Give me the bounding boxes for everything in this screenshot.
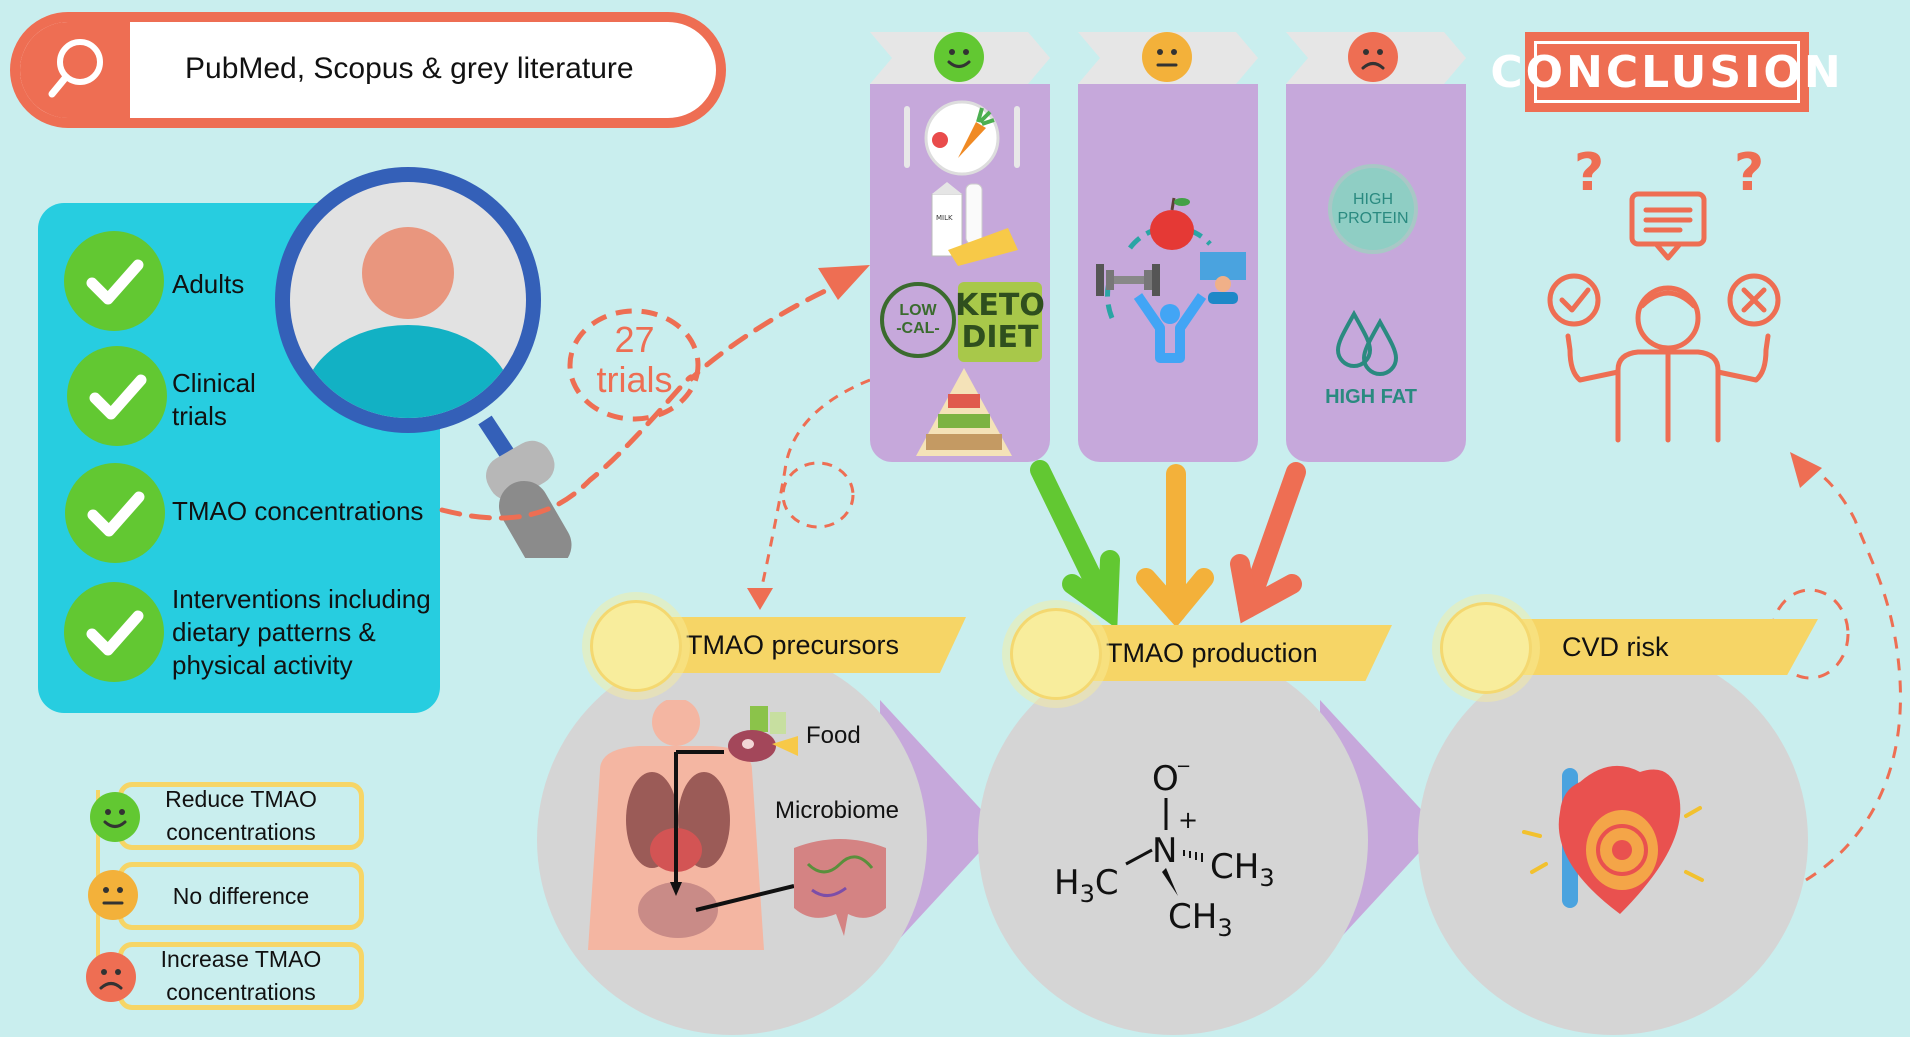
search-bar: PubMed, Scopus & grey literature (10, 12, 726, 128)
legend-reduce: Reduce TMAO concentrations (118, 782, 364, 850)
sad-face-icon (86, 952, 136, 1002)
food-plate-icon (904, 100, 1020, 176)
dairy-icon: MILK (931, 182, 1018, 266)
low-cal-badge: LOW -CAL- (880, 282, 956, 358)
trials-label: 27 trials (562, 320, 707, 400)
precursors-banner: TMAO precursors (640, 617, 966, 673)
cheering-person-icon (1133, 293, 1207, 363)
food-label: Food (806, 722, 861, 749)
food-icon (728, 706, 798, 762)
production-circle (978, 645, 1368, 1035)
conclusion-banner: CONCLUSION (1490, 32, 1841, 112)
sun-icon (1010, 608, 1102, 700)
precursors-title: TMAO precursors (686, 629, 900, 660)
check-icon (64, 231, 164, 331)
apple-icon (1150, 197, 1194, 250)
criteria-clinical-trials: Clinical trials (172, 368, 256, 431)
water-drops-icon (1335, 309, 1399, 376)
sun-icon (590, 600, 682, 692)
question-mark-icon: ? (1734, 143, 1764, 203)
search-label: PubMed, Scopus & grey literature (185, 52, 634, 85)
sad-face-icon (1348, 32, 1398, 82)
criteria-adults: Adults (172, 269, 245, 299)
smiley-icon (90, 792, 140, 842)
production-banner: TMAO production (1060, 625, 1392, 681)
svg-text:CH3: CH3 (1168, 897, 1233, 940)
criteria-tmao: TMAO concentrations (172, 496, 424, 526)
criteria-interventions: Interventions including dietary patterns… (172, 584, 431, 680)
smiley-icon (934, 32, 984, 82)
check-icon (64, 582, 164, 682)
conclusion-label: CONCLUSION (1490, 41, 1841, 103)
milk-carton-text: MILK (936, 214, 953, 222)
dumbbell-icon (1096, 264, 1160, 296)
keto-diet-badge: KETO DIET (955, 282, 1045, 362)
heart-icon (1522, 765, 1704, 914)
cvd-title: CVD risk (1562, 631, 1669, 662)
svg-text:O: O (1152, 759, 1179, 799)
tmao-molecule: O − + N H3C CH3 CH3 (1054, 756, 1275, 940)
sun-icon (1440, 602, 1532, 694)
svg-text:CH3: CH3 (1210, 847, 1275, 892)
check-icon (65, 463, 165, 563)
question-mark-icon: ? (1574, 143, 1604, 203)
magnifier-icon (275, 167, 572, 558)
high-fat-label: HIGH FAT (1325, 386, 1417, 408)
intestine-icon (794, 839, 886, 936)
microbiome-label: Microbiome (775, 797, 900, 824)
legend-no-difference: No difference (118, 862, 364, 930)
legend-increase: Increase TMAO concentrations (118, 942, 364, 1010)
high-protein-badge: HIGH PROTEIN (1328, 164, 1418, 254)
production-title: TMAO production (1106, 637, 1318, 668)
neutral-face-icon (88, 870, 138, 920)
neutral-face-icon (1142, 32, 1192, 82)
svg-text:−: − (1176, 756, 1191, 777)
svg-text:+: + (1178, 806, 1198, 834)
exercise-icon (1096, 197, 1246, 363)
thinking-person-icon: ? ? (1547, 143, 1781, 443)
red-column (1286, 84, 1466, 462)
svg-text:H3C: H3C (1054, 863, 1119, 908)
food-pyramid-icon (916, 368, 1012, 456)
search-icon (20, 22, 130, 118)
cvd-banner: CVD risk (1510, 619, 1818, 675)
effect-arrows (1030, 460, 1306, 630)
svg-text:N: N (1152, 831, 1177, 871)
check-icon (67, 346, 167, 446)
computer-user-icon (1200, 252, 1246, 304)
trials-count: 27 (614, 319, 655, 360)
trials-word: trials (596, 359, 673, 400)
body-organs-icon (588, 700, 806, 950)
person-icon (303, 227, 513, 418)
trials-ring (567, 308, 701, 422)
